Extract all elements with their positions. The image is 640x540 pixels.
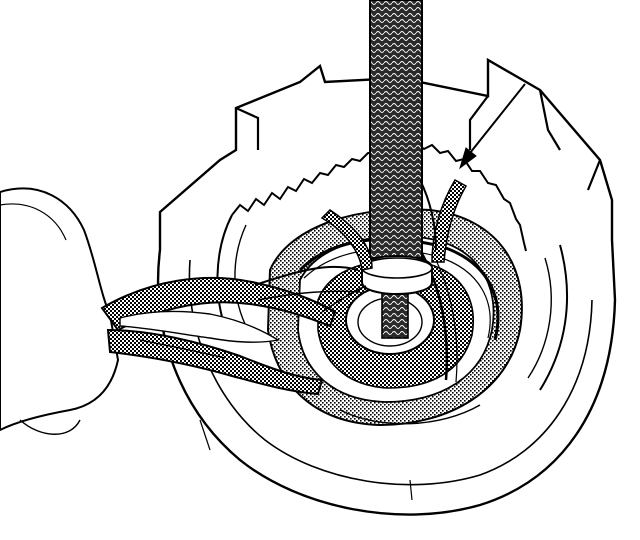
hand <box>0 187 120 435</box>
central-shaft-tool <box>361 0 433 339</box>
snap-ring-pliers <box>100 265 367 396</box>
pointer-arrow <box>459 83 526 170</box>
pliers-tips <box>320 178 468 271</box>
